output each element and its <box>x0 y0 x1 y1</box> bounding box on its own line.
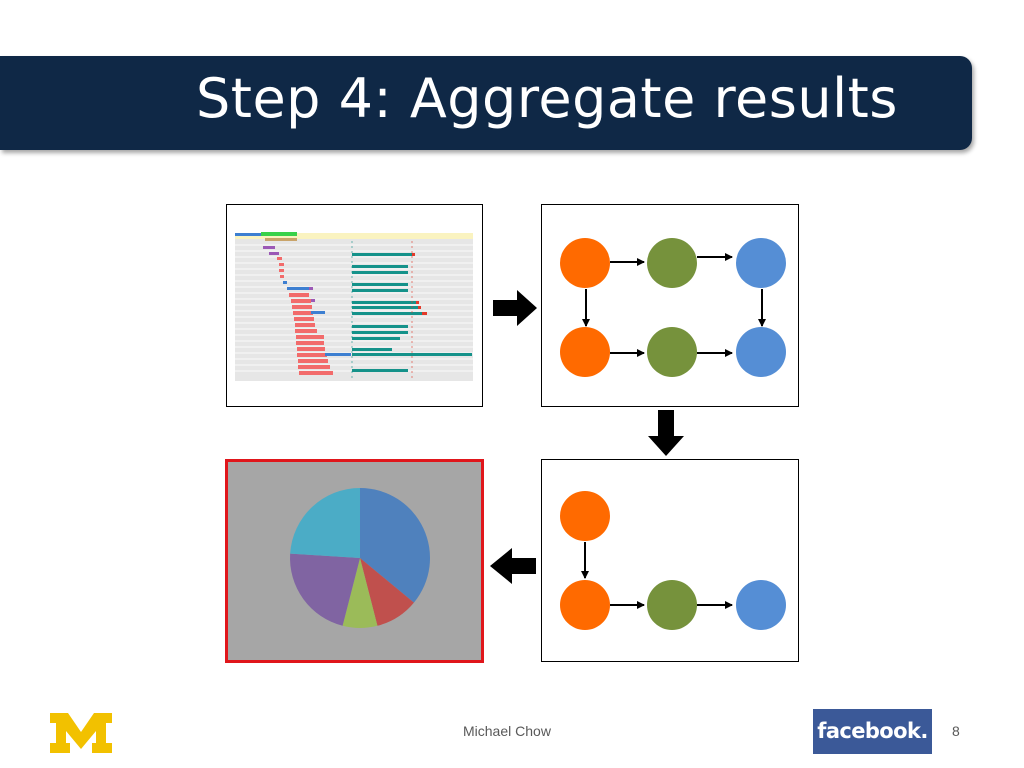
aggregate-pie-panel <box>225 459 484 663</box>
call-graph-panel <box>541 204 799 407</box>
path-node-orange-top <box>560 491 610 541</box>
pie-slice-5 <box>290 488 360 558</box>
critical-path-diagram <box>560 491 786 630</box>
down-arrow-icon <box>648 410 684 456</box>
graph-node-green-bottom <box>647 327 697 377</box>
graph-node-green-top <box>647 238 697 288</box>
right-arrow-icon <box>493 290 537 326</box>
graph-node-blue-top <box>736 238 786 288</box>
pie-slice-3 <box>342 558 378 628</box>
footer-author: Michael Chow <box>463 723 551 739</box>
graph-node-blue-bottom <box>736 327 786 377</box>
path-node-orange-bottom <box>560 580 610 630</box>
trace-timeline-panel <box>226 204 483 407</box>
path-node-green <box>647 580 697 630</box>
pie-slice-2 <box>360 558 414 626</box>
pie-slice-4 <box>290 553 360 626</box>
left-arrow-icon <box>490 548 536 584</box>
path-node-blue <box>736 580 786 630</box>
pie-slice-1 <box>360 488 431 603</box>
call-graph-diagram <box>560 238 786 377</box>
facebook-logo: facebook. <box>813 709 932 754</box>
critical-path-panel <box>541 459 799 662</box>
title-bar <box>0 56 972 150</box>
graph-node-orange-top <box>560 238 610 288</box>
trace-timeline-image <box>235 232 473 381</box>
page-number: 8 <box>952 723 960 739</box>
slide-title: Step 4: Aggregate results <box>196 67 898 130</box>
graph-node-orange-bottom <box>560 327 610 377</box>
university-of-michigan-logo <box>50 713 112 753</box>
pie-chart <box>290 488 431 628</box>
